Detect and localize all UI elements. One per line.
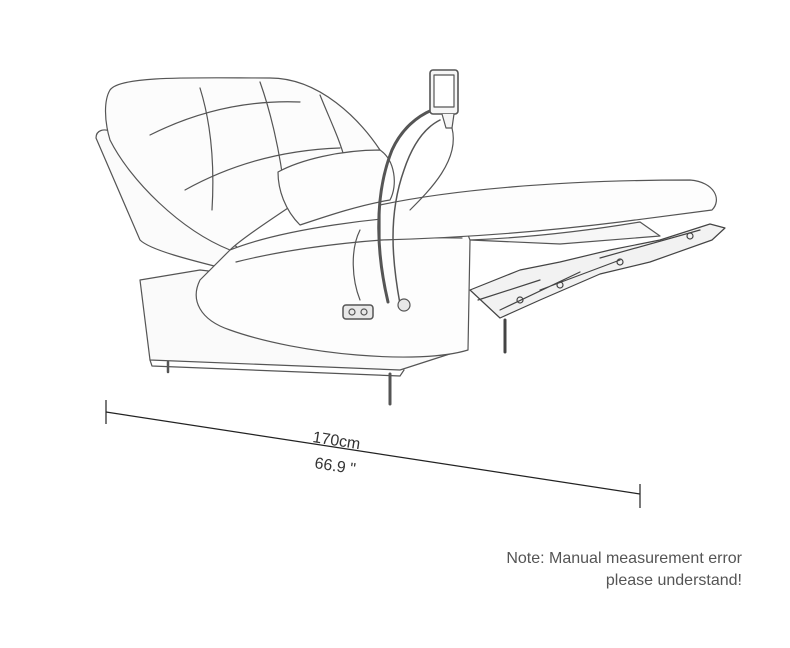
control-panel <box>342 229 411 320</box>
length-imperial-label: 66.9 " <box>313 455 356 478</box>
length-metric-label: 170cm <box>311 429 361 453</box>
seat-and-footrest <box>379 179 717 245</box>
dimension-line <box>105 400 641 508</box>
measurement-note-line2: please understand! <box>605 572 742 589</box>
recliner-mechanism <box>469 223 726 354</box>
measurement-note: Note: Manual measurement error <box>506 550 742 567</box>
phone-holder <box>377 69 459 305</box>
lumbar-pillow <box>277 149 395 226</box>
